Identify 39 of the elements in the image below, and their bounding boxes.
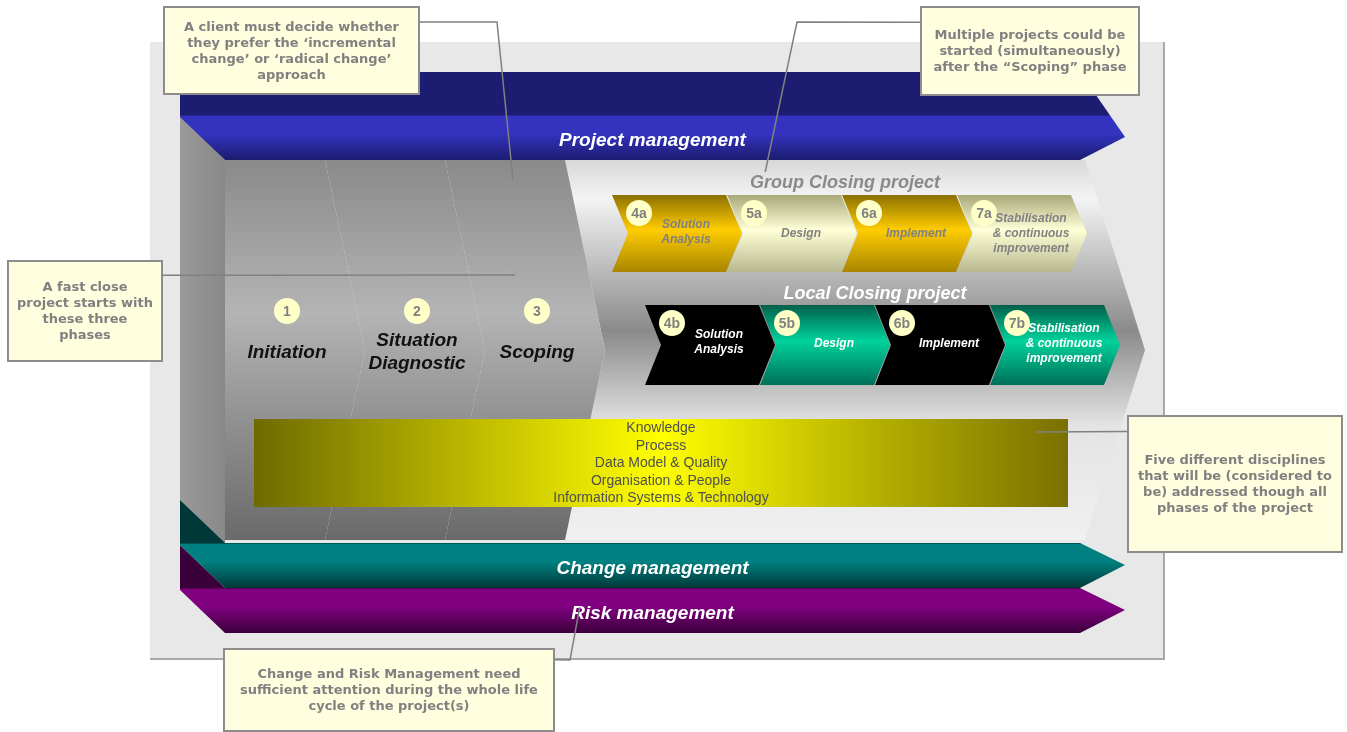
step-number: 7a xyxy=(971,200,997,226)
leader-line xyxy=(554,606,581,661)
callout-box: A client must decide whether they prefer the ‘incremental change’ or ‘radical change’ approach xyxy=(163,6,420,95)
phase-title: Situation Diagnostic xyxy=(367,328,467,374)
discipline-text: Organisation & People xyxy=(590,471,732,490)
callout-box: Multiple projects could be started (simultaneously) after the “Scoping” phase xyxy=(920,6,1140,96)
discipline-text: Knowledge xyxy=(626,419,696,437)
step-number: 6a xyxy=(856,200,882,226)
discipline-text: Process xyxy=(635,436,687,455)
step-title: Implement xyxy=(885,226,948,241)
step-block xyxy=(875,305,1005,385)
step-number: 5a xyxy=(741,200,767,226)
step-number: 5b xyxy=(774,310,800,336)
step-block xyxy=(842,195,972,272)
callout-box: Change and Risk Management need sufficient attention during the whole life cycle of the project(s) xyxy=(223,648,555,732)
phase-title: Scoping xyxy=(498,340,576,363)
row-heading: Group Closing project xyxy=(740,172,950,196)
step-number: 4b xyxy=(659,310,685,336)
step-number: 3 xyxy=(524,298,550,324)
disciplines-bar xyxy=(254,419,1068,507)
step-number: 4a xyxy=(626,200,652,226)
callout-box: A fast close project starts with these three phases xyxy=(7,260,163,362)
step-title: Implement xyxy=(918,336,981,351)
step-title: Design xyxy=(780,226,822,241)
step-number: 1 xyxy=(274,298,300,324)
step-title: Solution Analysis xyxy=(693,327,745,357)
step-title: Solution Analysis xyxy=(660,217,712,247)
step-number: 6b xyxy=(889,310,915,336)
discipline-text: Data Model & Quality xyxy=(594,454,728,472)
leader-line xyxy=(162,274,516,277)
step-block xyxy=(760,305,890,385)
leader-line xyxy=(419,21,514,181)
step-block xyxy=(727,195,857,272)
leader-line xyxy=(1034,430,1128,433)
row-heading: Local Closing project xyxy=(782,283,968,305)
step-title: Design xyxy=(813,336,855,351)
callout-box: Five different disciplines that will be (considered to be) addressed though all phases of the project xyxy=(1127,415,1343,553)
phase-title: Initiation xyxy=(246,340,328,363)
step-number: 2 xyxy=(404,298,430,324)
